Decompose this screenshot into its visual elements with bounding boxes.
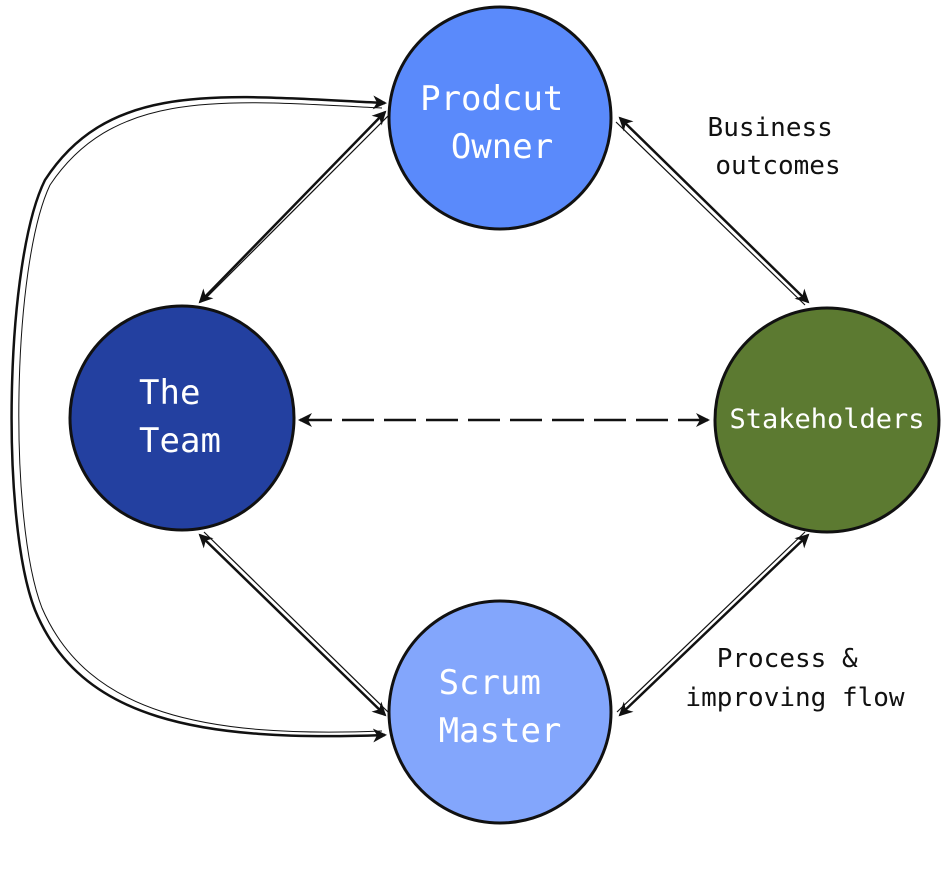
process-flow-line-2: improving flow [685,683,904,713]
edge-product-owner-scrum-master-curve [10,95,387,743]
scrum-master-label-line-1: Scrum [439,663,541,703]
edge-team-scrum-master-sketch [203,531,389,713]
svg-text:Scrum Master: Scrum Master [439,663,562,751]
process-flow-label: Process & improving flow [685,644,904,713]
edge-product-owner-stakeholders-sketch [615,121,806,306]
the-team-label-line-2: Team [139,421,221,461]
edge-team-product-owner-sketch [203,115,389,301]
edges [10,95,810,743]
edge-team-scrum-master [198,533,387,717]
the-team-circle [68,304,296,532]
node-the-team[interactable]: The Team [68,304,296,532]
edge-product-owner-scrum-master-curve-sketch [18,102,383,733]
node-product-owner[interactable]: Prodcut Owner [387,5,613,231]
process-flow-line-1: Process & [717,644,858,674]
the-team-label-line-1: The [139,373,200,413]
edge-product-owner-stakeholders [618,116,810,304]
svg-text:Prodcut Owner: Prodcut Owner [420,79,584,167]
stakeholders-label: Stakeholders [729,404,924,435]
business-outcomes-line-1: Business [708,113,833,143]
edge-stakeholders-scrum-master [618,533,810,717]
stakeholders-circle [713,306,941,534]
edge-team-product-owner [198,110,387,304]
product-owner-label-line-1: Prodcut [420,79,563,119]
business-outcomes-label: Business outcomes [708,113,849,181]
scrum-master-label-line-2: Master [439,711,562,751]
svg-text:The Team: The Team [139,373,221,461]
edge-stakeholders-scrum-master-sketch [616,531,806,713]
product-owner-label-line-2: Owner [451,127,553,167]
node-scrum-master[interactable]: Scrum Master [387,599,613,825]
node-stakeholders[interactable]: Stakeholders [713,306,941,534]
svg-text:Stakeholders: Stakeholders [729,404,924,435]
scrum-master-circle [387,599,613,825]
product-owner-circle [387,5,613,231]
business-outcomes-line-2: outcomes [715,151,840,181]
